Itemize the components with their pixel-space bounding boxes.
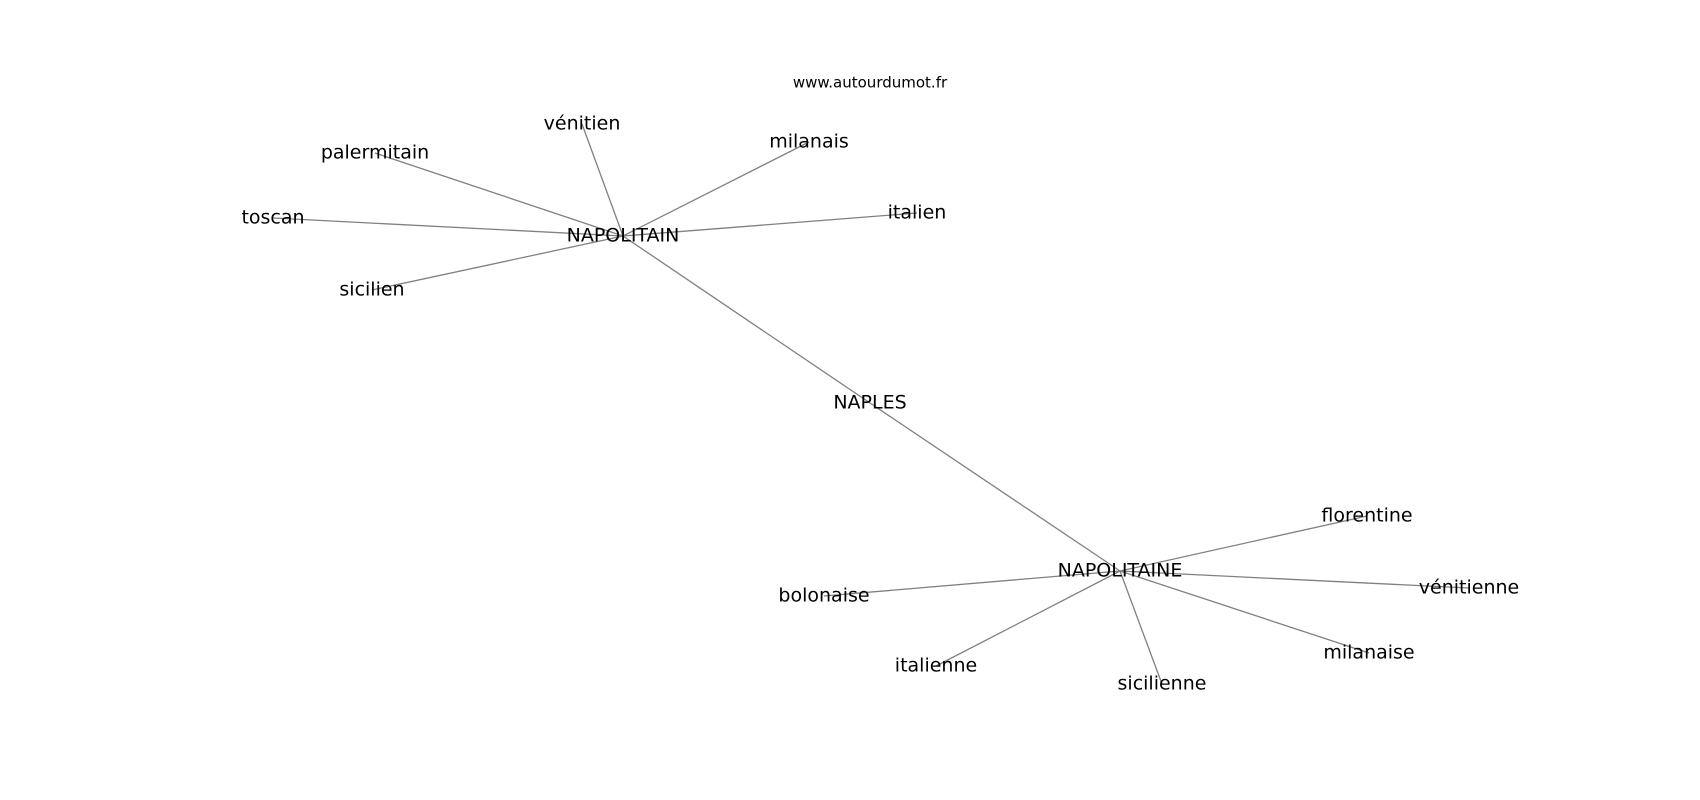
edge-napolitain-sicilien — [371, 235, 624, 291]
node-label-italienne: italienne — [895, 655, 977, 677]
node-label-bolonaise: bolonaise — [778, 585, 869, 607]
node-label-venitienne: vénitienne — [1419, 577, 1519, 599]
node-label-venitien: vénitien — [544, 113, 621, 135]
node-label-milanais: milanais — [769, 131, 849, 153]
watermark-text: www.autourdumot.fr — [793, 74, 948, 92]
edge-napolitaine-milanaise — [1119, 570, 1370, 654]
node-label-italien: italien — [888, 202, 947, 224]
edge-napolitain-milanais — [622, 141, 810, 237]
node-label-sicilien: sicilien — [339, 279, 404, 301]
node-label-milanaise: milanaise — [1323, 642, 1414, 664]
node-label-palermitain: palermitain — [321, 142, 429, 164]
edges-layer — [272, 123, 1470, 685]
edge-napolitain-toscan — [272, 217, 624, 237]
edge-naples-napolitaine — [869, 402, 1121, 572]
node-label-sicilienne: sicilienne — [1118, 673, 1207, 695]
edge-napolitain-venitien — [581, 123, 624, 237]
edge-napolitaine-venitienne — [1119, 570, 1470, 589]
edge-napolitain-palermitain — [374, 152, 624, 237]
node-label-florentine: florentine — [1321, 505, 1412, 527]
node-label-naples: NAPLES — [833, 392, 906, 414]
edge-napolitaine-florentine — [1119, 515, 1368, 572]
edge-napolitaine-italienne — [935, 570, 1121, 667]
nodes-layer: NAPLES NAPOLITAIN NAPOLITAINE vénitien paler… — [241, 113, 1519, 695]
edge-napolitain-naples — [622, 235, 871, 404]
node-label-napolitain: NAPOLITAIN — [567, 225, 680, 247]
node-label-toscan: toscan — [241, 207, 304, 229]
edge-napolitaine-sicilienne — [1119, 570, 1163, 685]
edge-napolitaine-bolonaise — [823, 570, 1121, 597]
node-label-napolitaine: NAPOLITAINE — [1058, 560, 1183, 582]
edge-napolitain-italien — [622, 212, 918, 237]
